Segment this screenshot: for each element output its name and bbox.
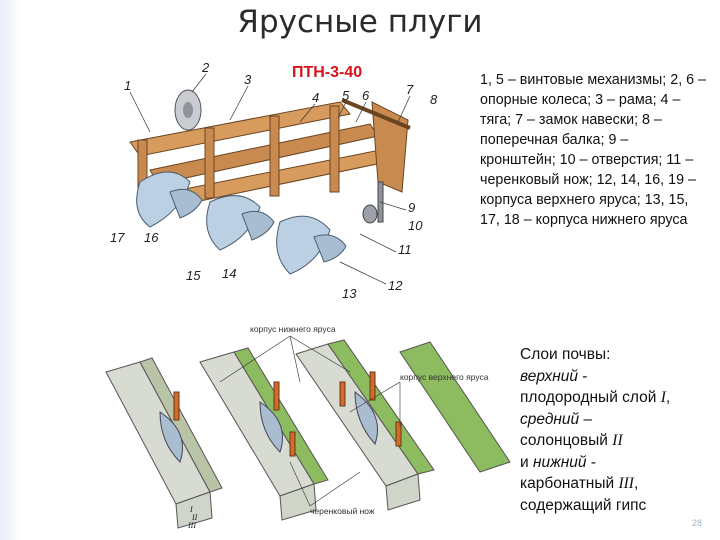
dash-3: - [586, 453, 597, 471]
callout-3: 3 [244, 72, 252, 87]
slide-title: Ярусные плуги [237, 4, 483, 40]
dash-1: - [578, 367, 588, 385]
plow-body [129, 89, 411, 275]
label-upper-body: корпус верхнего яруса [400, 372, 489, 382]
callout-17: 17 [110, 230, 125, 245]
callout-8: 8 [430, 92, 438, 107]
middle-desc: солонцовый [520, 432, 613, 449]
parts-legend: 1, 5 – винтовые механизмы; 2, 6 – опорны… [480, 72, 707, 228]
soil-blocks [105, 339, 511, 529]
and-word: и [520, 453, 533, 471]
callout-5: 5 [342, 88, 350, 103]
leader-lines [129, 73, 411, 285]
callout-12: 12 [388, 278, 403, 293]
callout-15: 15 [186, 268, 201, 283]
roman-iii: III [187, 521, 196, 530]
callout-10: 10 [408, 218, 423, 233]
plow-model: ПТН-3-40 [292, 64, 363, 81]
layers-tail: содержащий гипс [520, 496, 647, 514]
callout-16: 16 [144, 230, 159, 245]
callout-13: 13 [342, 286, 357, 301]
layers-heading: Слои почвы [520, 346, 607, 363]
lower-desc: карбонатный [520, 475, 619, 492]
callout-2: 2 [201, 60, 210, 75]
label-colter-knife: черенковый нож [310, 506, 375, 516]
plow-illustration: 1 2 3 4 5 6 7 8 9 10 11 12 13 14 15 16 1… [110, 60, 438, 301]
lower-name: нижний [532, 453, 587, 471]
label-lower-body: корпус нижнего яруса [250, 324, 336, 334]
callout-1: 1 [124, 78, 131, 93]
roman-ii: II [191, 513, 198, 522]
left-accent-bar [0, 0, 20, 540]
middle-name: средний [520, 410, 580, 428]
dash-2: – [579, 410, 593, 428]
roman-3: III [618, 475, 634, 492]
callout-6: 6 [362, 88, 370, 103]
layers-colon: : [606, 346, 611, 363]
soil-diagram: корпус нижнего яруса корпус верхнего яру… [105, 324, 511, 530]
roman-2: II [612, 432, 623, 449]
comma-1: , [665, 389, 671, 406]
callout-7: 7 [406, 82, 414, 97]
soil-layers-text: Слои почвы: верхний - плодородный слой I… [520, 344, 710, 516]
upper-desc: плодородный слой [520, 389, 661, 406]
upper-name: верхний [520, 367, 578, 385]
callout-4: 4 [312, 90, 319, 105]
roman-i: I [189, 505, 193, 514]
callout-9: 9 [408, 200, 415, 215]
roman-1: I [660, 389, 666, 406]
callout-14: 14 [222, 266, 236, 281]
page-number: 28 [691, 518, 702, 528]
comma-2: , [633, 475, 639, 492]
soil-leader-lines [219, 335, 401, 507]
callout-11: 11 [398, 242, 412, 257]
